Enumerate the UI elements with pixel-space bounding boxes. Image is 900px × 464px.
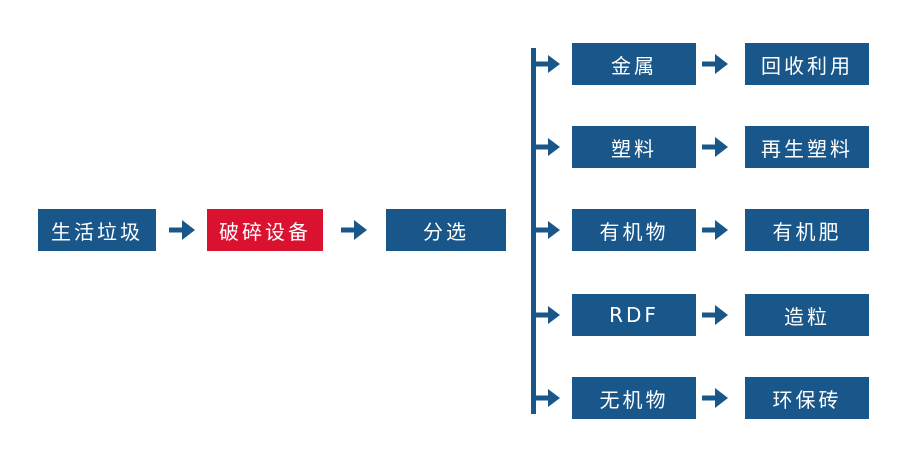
node-plastic: 塑料 — [572, 126, 696, 168]
node-recycled-plastic: 再生塑料 — [745, 126, 869, 168]
node-household-waste: 生活垃圾 — [38, 209, 156, 251]
arrow-right-icon — [168, 217, 196, 243]
arrow-right-icon — [535, 51, 563, 77]
arrow-right-icon — [535, 217, 563, 243]
node-granulation: 造粒 — [745, 294, 869, 336]
arrow-right-icon — [701, 217, 729, 243]
arrow-right-icon — [340, 217, 368, 243]
node-organic-matter: 有机物 — [572, 209, 696, 251]
node-rdf: RDF — [572, 294, 696, 336]
node-inorganic-matter: 无机物 — [572, 377, 696, 419]
arrow-right-icon — [535, 385, 563, 411]
node-recycling: 回收利用 — [745, 43, 869, 85]
node-metal: 金属 — [572, 43, 696, 85]
arrow-right-icon — [535, 134, 563, 160]
node-sorting: 分选 — [386, 209, 506, 251]
arrow-right-icon — [701, 302, 729, 328]
node-organic-fertilizer: 有机肥 — [745, 209, 869, 251]
arrow-right-icon — [535, 302, 563, 328]
arrow-right-icon — [701, 51, 729, 77]
arrow-right-icon — [701, 134, 729, 160]
arrow-right-icon — [701, 385, 729, 411]
node-eco-brick: 环保砖 — [745, 377, 869, 419]
node-crushing-equipment: 破碎设备 — [207, 209, 323, 251]
branch-trunk-line — [531, 48, 536, 414]
